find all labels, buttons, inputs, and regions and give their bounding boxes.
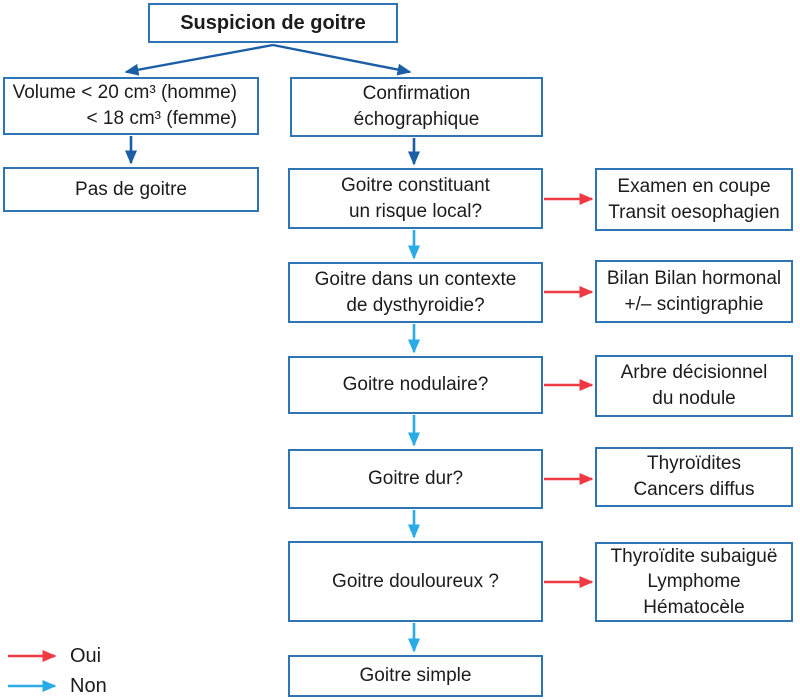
node-douloureux: Goitre douloureux ?: [288, 541, 543, 622]
legend-non-label: Non: [70, 675, 107, 697]
node-bilan-hormonal: Bilan Bilan hormonal +/– scintigraphie: [595, 260, 793, 323]
node-dysthyroidie: Goitre dans un contexte de dysthyroidie?: [288, 262, 543, 323]
legend-oui-label: Oui: [70, 645, 102, 667]
node-dur: Goitre dur?: [288, 449, 543, 509]
node-nodulaire: Goitre nodulaire?: [288, 356, 543, 414]
node-pas-de-goitre: Pas de goitre: [3, 167, 259, 212]
node-examen-en-coupe: Examen en coupe Transit oesophagien: [595, 168, 793, 231]
edge-start-to-confirmation-arrow: [272, 43, 412, 76]
node-risque-local: Goitre constituant un risque local?: [288, 168, 543, 229]
node-goitre-simple: Goitre simple: [288, 655, 543, 697]
node-thyroidites: Thyroïdites Cancers diffus: [595, 447, 793, 507]
node-volume-criteria: Volume < 20 cm³ (homme) < 18 cm³ (femme): [3, 77, 259, 135]
node-thyroidite-subaigue: Thyroïdite subaiguë Lymphome Hématocèle: [595, 542, 793, 622]
node-suspicion-de-goitre: Suspicion de goitre: [148, 3, 398, 43]
edge-start-to-volume-arrow: [124, 43, 274, 76]
node-confirmation-echographique: Confirmation échographique: [290, 77, 543, 137]
node-arbre-decisionnel: Arbre décisionnel du nodule: [595, 355, 793, 417]
